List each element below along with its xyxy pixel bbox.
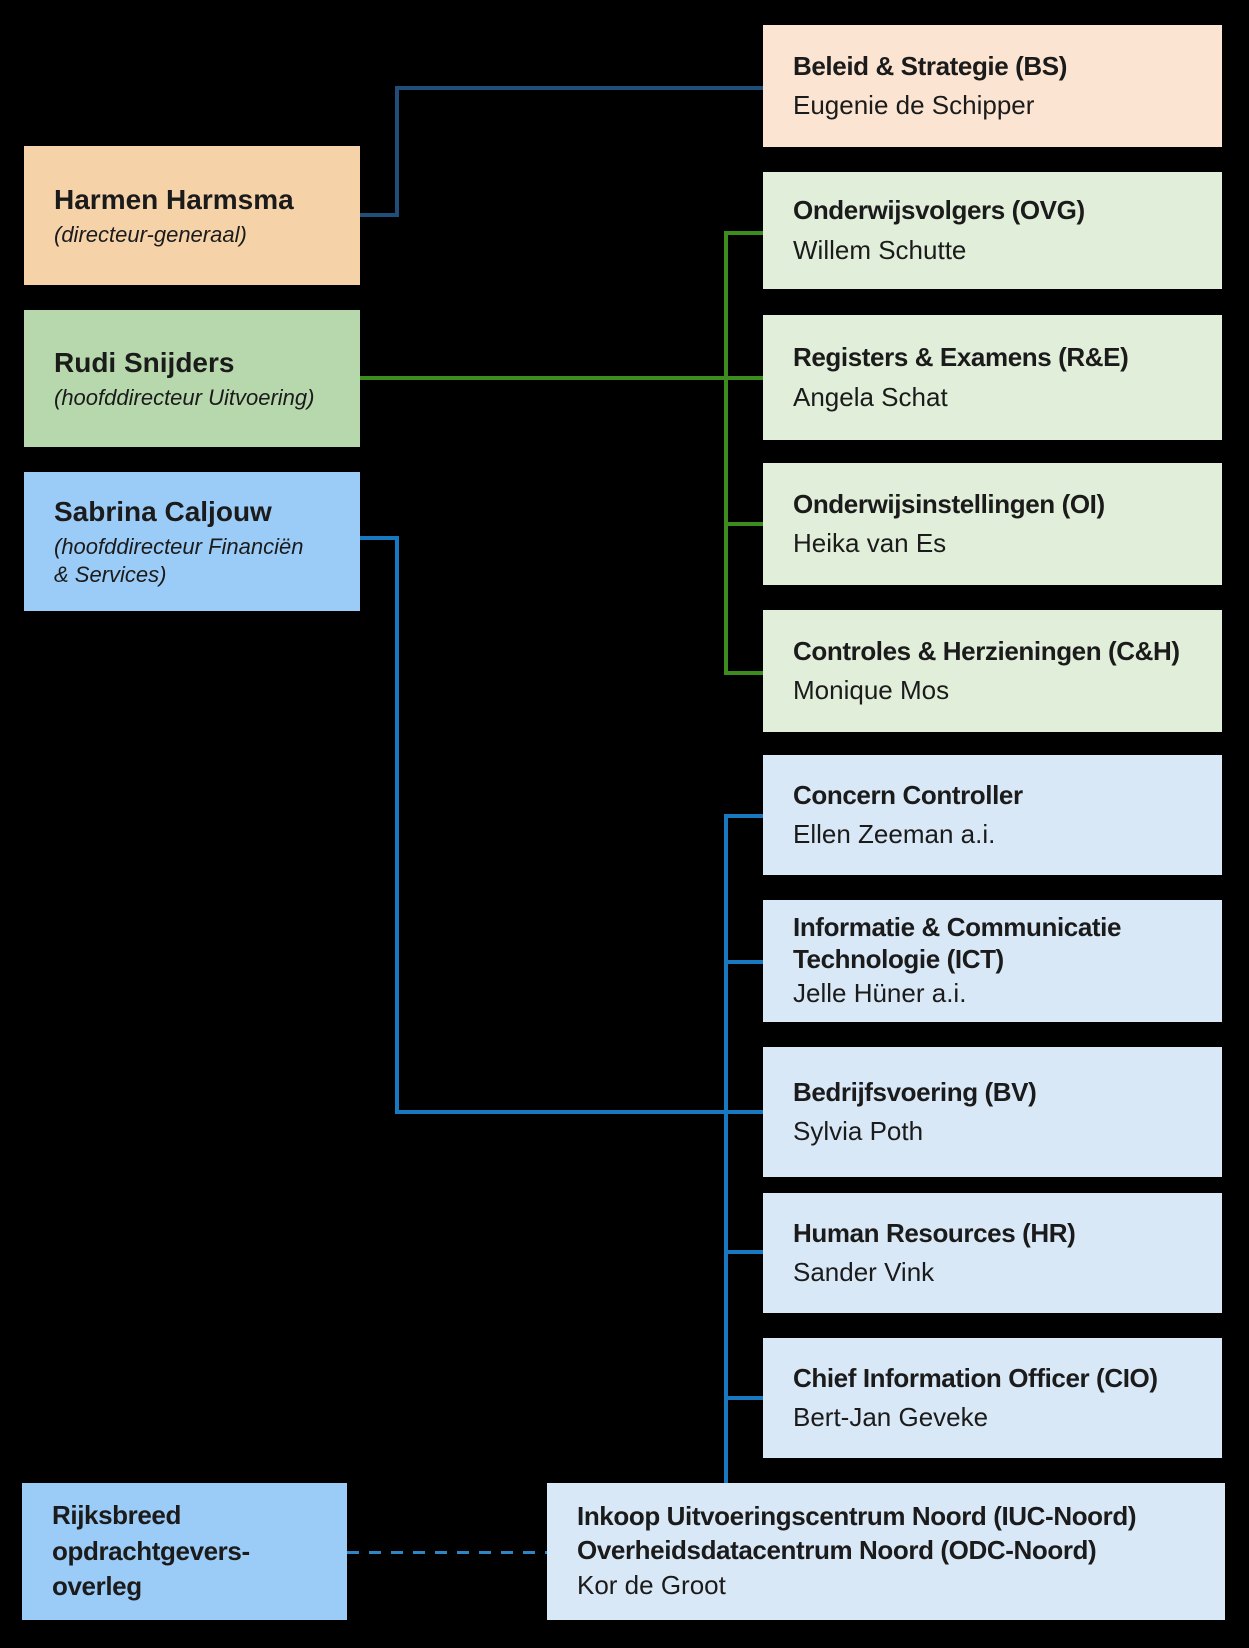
- unit-person: Angela Schat: [793, 381, 948, 412]
- unit-title: Human Resources (HR): [793, 1217, 1076, 1248]
- unit-person: Willem Schutte: [793, 234, 967, 265]
- box-concern-controller: Concern Controller Ellen Zeeman a.i.: [763, 755, 1222, 875]
- unit-title-line1: Informatie & Communicatie: [793, 912, 1122, 943]
- box-onderwijsvolgers: Onderwijsvolgers (OVG) Willem Schutte: [763, 172, 1222, 289]
- box-rudi-snijders: Rudi Snijders (hoofddirecteur Uitvoering…: [24, 310, 360, 447]
- box-human-resources: Human Resources (HR) Sander Vink: [763, 1193, 1222, 1313]
- unit-title: Controles & Herzieningen (C&H): [793, 635, 1180, 666]
- unit-person: Sander Vink: [793, 1257, 935, 1287]
- unit-title: Chief Information Officer (CIO): [793, 1362, 1158, 1393]
- unit-title-line2: Overheidsdatacentrum Noord (ODC-Noord): [577, 1534, 1097, 1565]
- unit-title: Onderwijsvolgers (OVG): [793, 195, 1085, 226]
- connector-fs-stub: [360, 536, 399, 540]
- connector-fs-vertical: [395, 536, 399, 1114]
- unit-person: Ellen Zeeman a.i.: [793, 819, 996, 849]
- box-cio: Chief Information Officer (CIO) Bert-Jan…: [763, 1338, 1222, 1458]
- person-name: Harmen Harmsma: [54, 184, 294, 215]
- person-role: (hoofddirecteur Uitvoering): [54, 384, 315, 410]
- connector-uitvoering-ovg: [724, 231, 763, 235]
- person-role: (directeur-generaal): [54, 221, 247, 247]
- connector-uitvoering-main: [360, 376, 763, 380]
- unit-title-line2: Technologie (ICT): [793, 944, 1004, 975]
- box-bedrijfsvoering: Bedrijfsvoering (BV) Sylvia Poth: [763, 1047, 1222, 1177]
- unit-person: Monique Mos: [793, 675, 950, 705]
- connector-fs-cio: [724, 1396, 763, 1400]
- connector-fs-to-bv: [395, 1110, 763, 1114]
- box-ict: Informatie & Communicatie Technologie (I…: [763, 900, 1222, 1022]
- box-harmen-harmsma: Harmen Harmsma (directeur-generaal): [24, 146, 360, 285]
- connector-uitvoering-ch: [724, 671, 763, 675]
- unit-title: Concern Controller: [793, 779, 1023, 810]
- unit-person: Jelle Hüner a.i.: [793, 977, 967, 1008]
- unit-title: Beleid & Strategie (BS): [793, 50, 1067, 81]
- connector-fs-hr: [724, 1250, 763, 1254]
- unit-person: Bert-Jan Geveke: [793, 1402, 989, 1432]
- box-beleid-strategie: Beleid & Strategie (BS) Eugenie de Schip…: [763, 25, 1222, 147]
- connector-uitvoering-trunk: [724, 231, 728, 675]
- unit-person: Kor de Groot: [577, 1570, 726, 1601]
- unit-title-line1: Inkoop Uitvoeringscentrum Noord (IUC-Noo…: [577, 1500, 1137, 1531]
- connector-fs-cc: [724, 814, 763, 818]
- box-iuc-odc-noord: Inkoop Uitvoeringscentrum Noord (IUC-Noo…: [547, 1483, 1225, 1620]
- box-onderwijsinstellingen: Onderwijsinstellingen (OI) Heika van Es: [763, 463, 1222, 585]
- box-registers-examens: Registers & Examens (R&E) Angela Schat: [763, 315, 1222, 440]
- box-title: Rijksbreed opdrachtgevers-overleg: [52, 1499, 250, 1602]
- unit-title: Registers & Examens (R&E): [793, 342, 1129, 373]
- connector-uitvoering-oi: [724, 522, 763, 526]
- box-sabrina-caljouw: Sabrina Caljouw (hoofddirecteur Financië…: [24, 472, 360, 611]
- unit-title: Onderwijsinstellingen (OI): [793, 488, 1105, 519]
- box-rijksbreed-overleg: Rijksbreed opdrachtgevers-overleg: [22, 1483, 347, 1620]
- connector-fs-ict: [724, 960, 763, 964]
- person-name: Rudi Snijders: [54, 347, 235, 378]
- connector-dashed-rijksbreed-iuc: [347, 1551, 547, 1554]
- connector-fs-trunk: [724, 814, 728, 1483]
- connector-dg-to-bs: [395, 86, 763, 90]
- unit-title: Bedrijfsvoering (BV): [793, 1076, 1037, 1107]
- unit-person: Eugenie de Schipper: [793, 90, 1035, 120]
- person-role-line1: (hoofddirecteur Financiën: [54, 533, 304, 559]
- unit-person: Heika van Es: [793, 528, 947, 558]
- person-role-line2: & Services): [54, 561, 167, 587]
- connector-dg-stub: [360, 213, 399, 217]
- connector-dg-vertical: [395, 86, 399, 217]
- box-controles-herzieningen: Controles & Herzieningen (C&H) Monique M…: [763, 610, 1222, 732]
- person-name: Sabrina Caljouw: [54, 495, 272, 527]
- unit-person: Sylvia Poth: [793, 1116, 924, 1146]
